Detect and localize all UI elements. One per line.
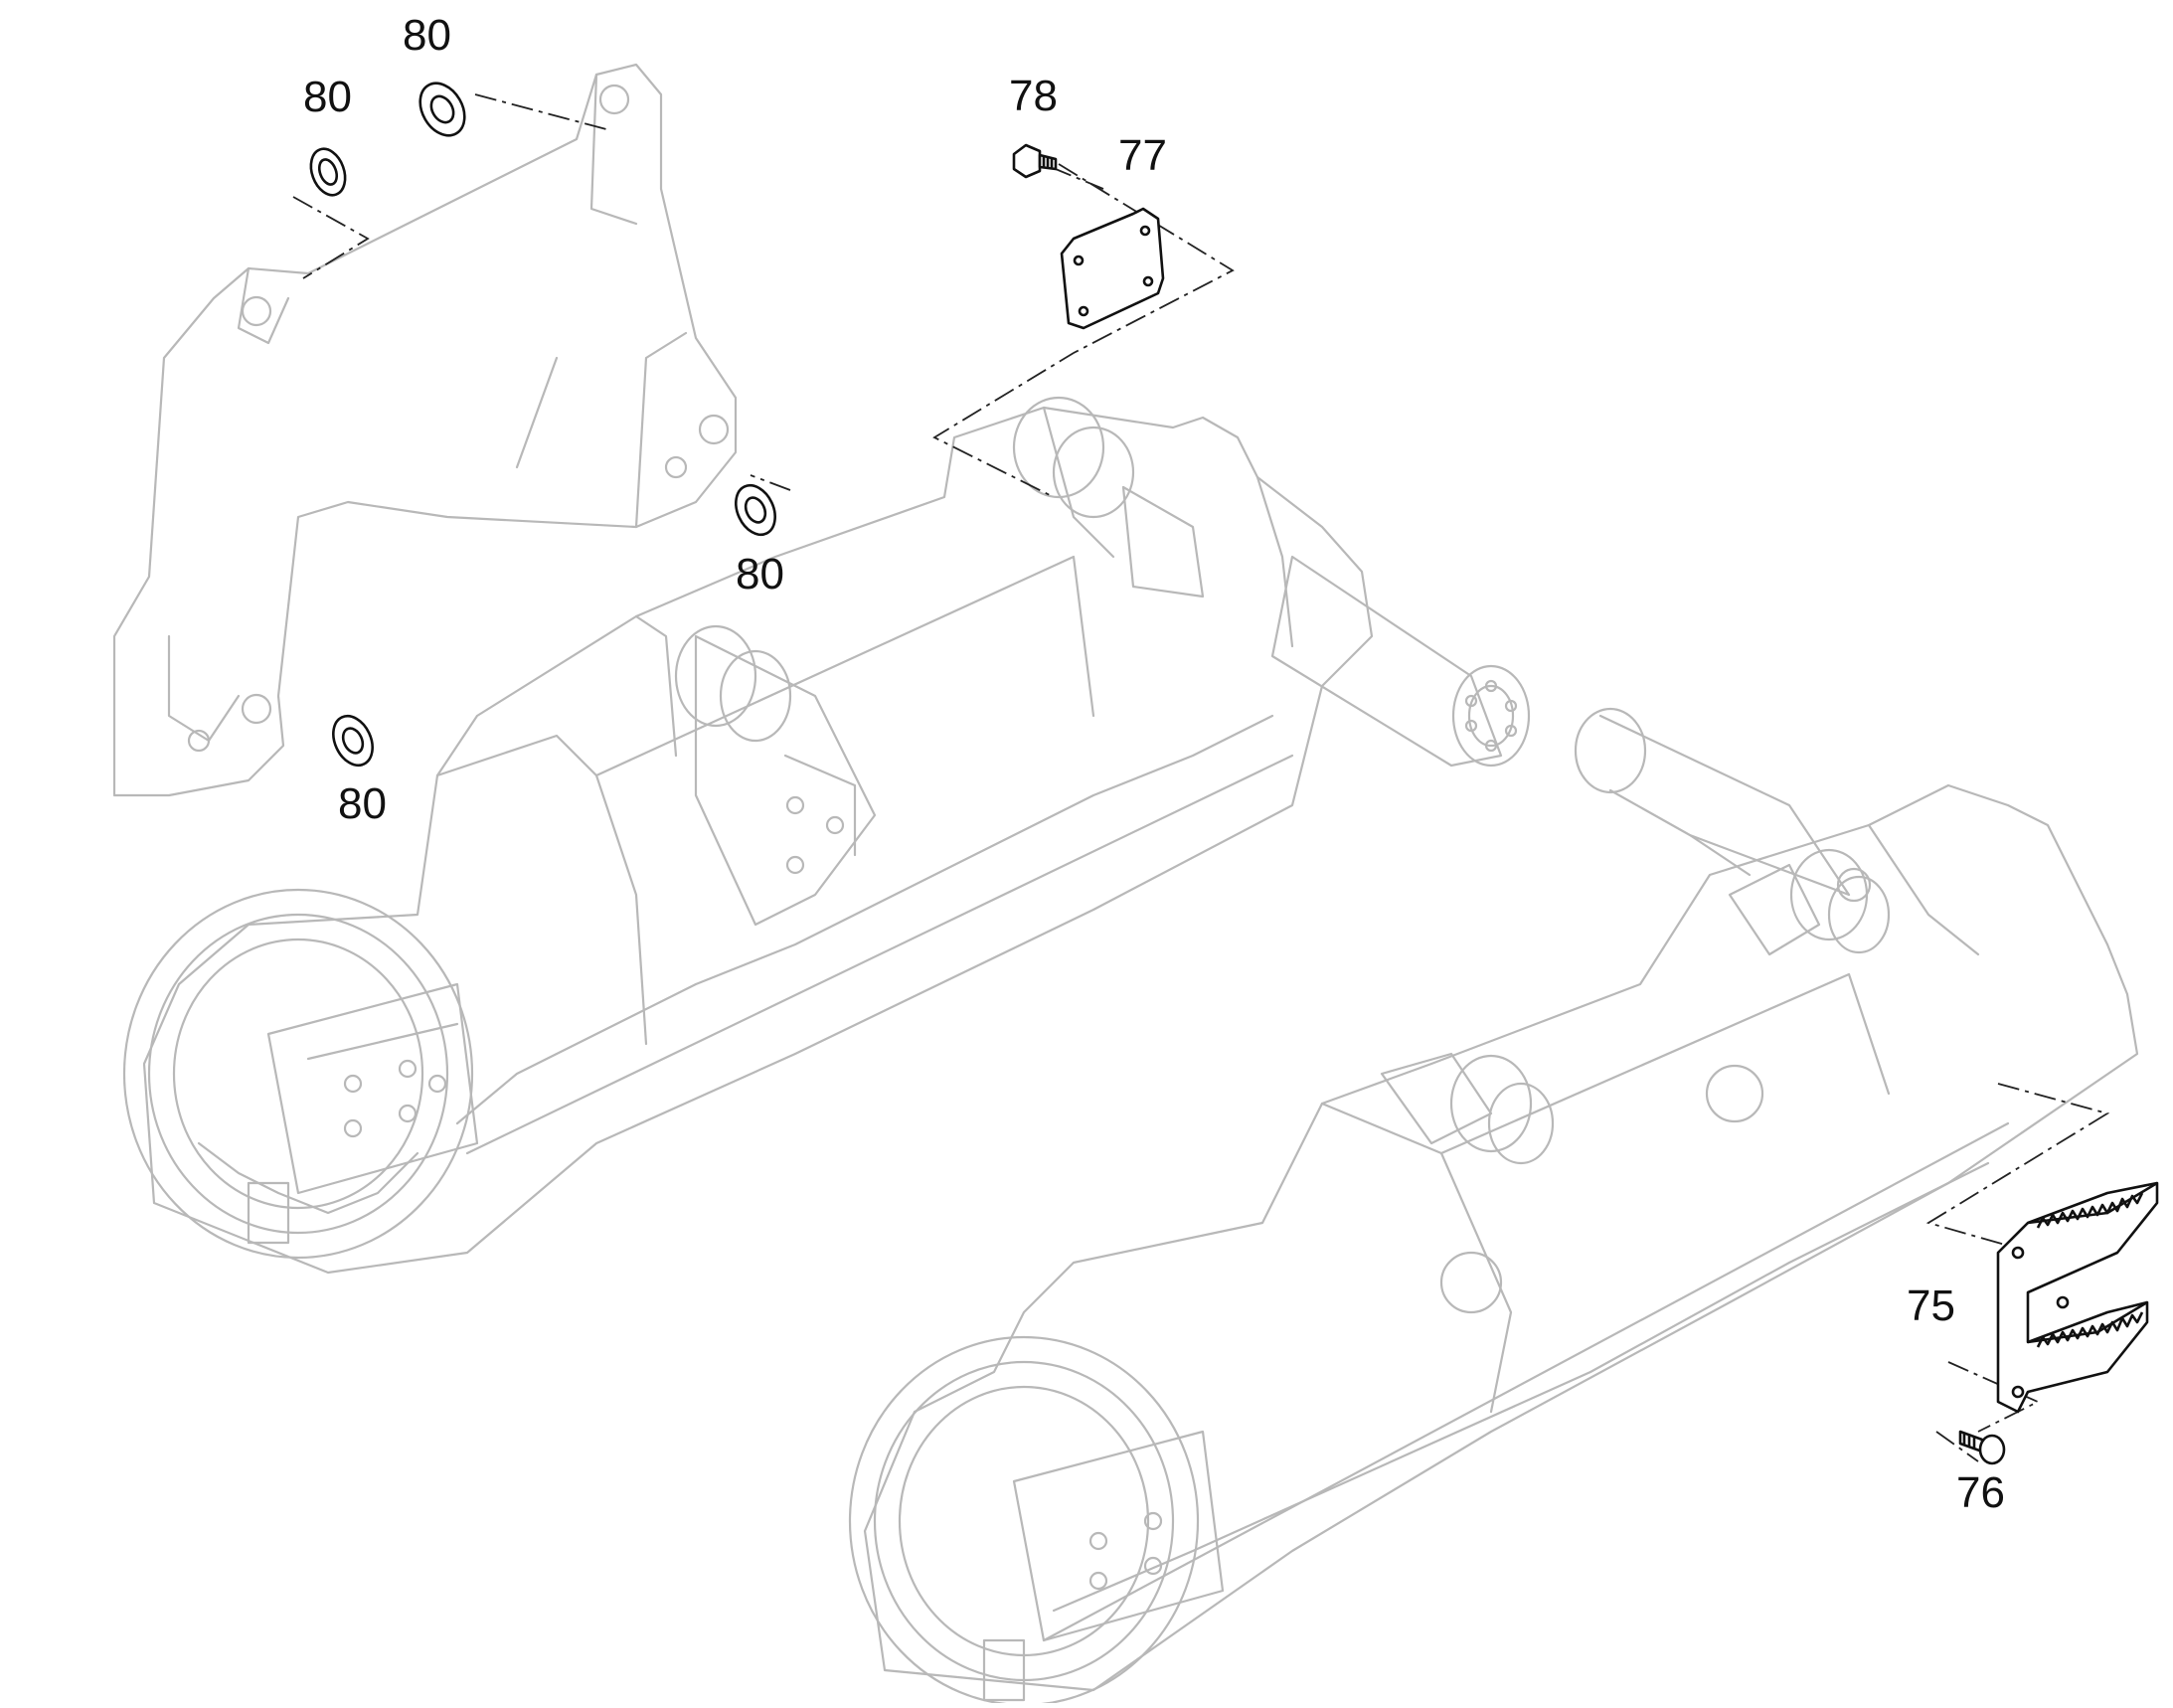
callout-75: 75 bbox=[1907, 1281, 1955, 1330]
callout-80-middle: 80 bbox=[736, 550, 784, 598]
callout-80-top-left: 80 bbox=[303, 73, 352, 121]
bolt-78-icon bbox=[1012, 143, 1058, 179]
leader-lines bbox=[292, 93, 2110, 1462]
left-carrier-roller bbox=[674, 624, 877, 927]
left-idler-wheel bbox=[122, 888, 479, 1260]
bolt-76-icon bbox=[1958, 1430, 2006, 1465]
callout-80-top-right: 80 bbox=[403, 11, 451, 60]
callout-78: 78 bbox=[1009, 72, 1058, 120]
right-track-frame bbox=[863, 783, 2139, 1692]
callout-77: 77 bbox=[1118, 131, 1167, 180]
step-75-icon bbox=[1996, 1181, 2159, 1414]
left-track-frame bbox=[142, 406, 1374, 1275]
washer-80-bottom-icon bbox=[332, 714, 374, 768]
right-carrier-rollers bbox=[1380, 848, 1891, 1165]
pivot-shaft-left bbox=[1270, 555, 1531, 768]
cover-plate-77-icon bbox=[1060, 207, 1165, 330]
washer-80-middle-icon bbox=[735, 483, 776, 537]
right-idler-wheel bbox=[848, 1335, 1225, 1707]
washer-80-top-left-icon bbox=[309, 147, 347, 197]
pivot-shaft-right bbox=[1574, 707, 1851, 897]
washer-80-top-right-icon bbox=[418, 82, 466, 137]
callout-76: 76 bbox=[1956, 1468, 2005, 1517]
upper-carrier-roller bbox=[1012, 396, 1205, 598]
callout-80-bottom: 80 bbox=[338, 779, 387, 828]
cross-member-bracket bbox=[112, 63, 738, 797]
